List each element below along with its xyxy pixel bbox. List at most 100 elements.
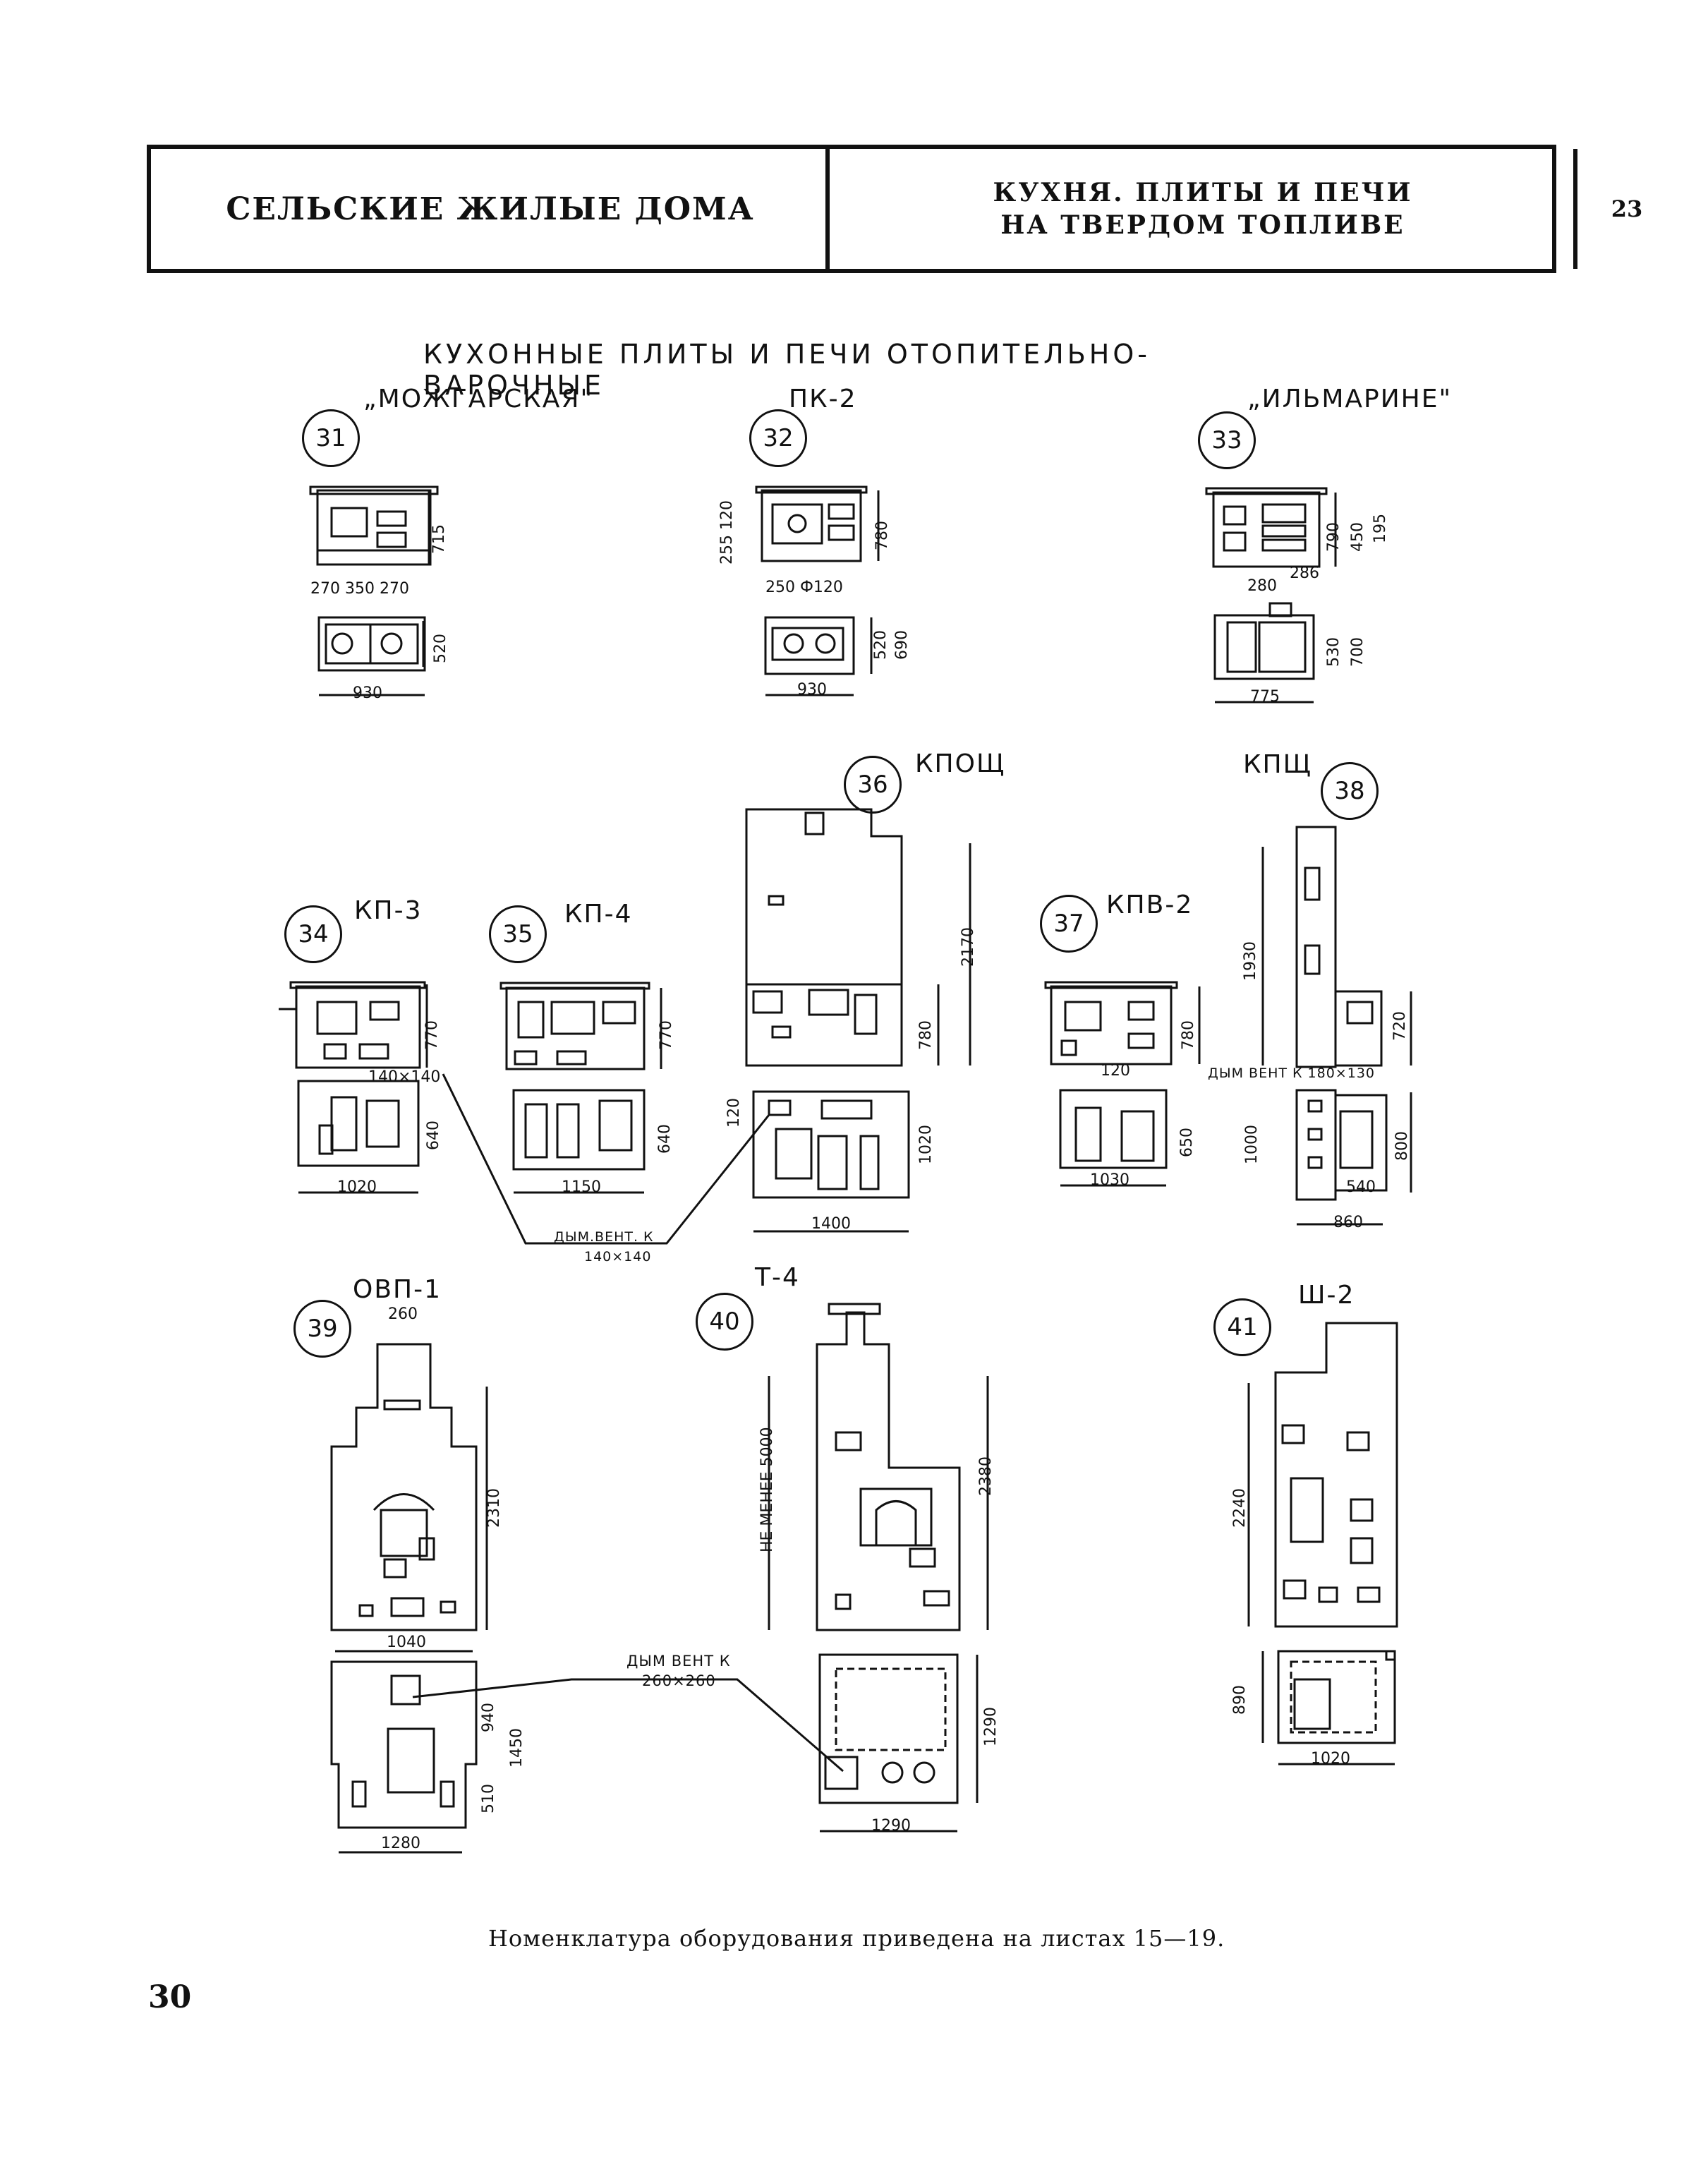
dim-39-d2: 1450 — [508, 1728, 526, 1768]
item-number-36: 36 — [844, 756, 902, 814]
dim-31-height: 715 — [430, 524, 448, 554]
dim-39-d3: 510 — [480, 1784, 497, 1813]
item-number-33: 33 — [1198, 411, 1256, 469]
dim-33-height: 790 — [1325, 522, 1343, 552]
dim-39-height: 2310 — [485, 1488, 503, 1528]
header-center-title: КУХНЯ. ПЛИТЫ И ПЕЧИ НА ТВЕРДОМ ТОПЛИВЕ — [832, 149, 1573, 269]
item-number-35: 35 — [489, 905, 547, 963]
item-name-34: КП-3 — [354, 896, 423, 925]
dim-39-d1: 940 — [480, 1703, 497, 1732]
dim-38-depth2: 800 — [1393, 1131, 1411, 1161]
drawing-39 — [330, 1343, 488, 1854]
header-divider-2 — [1573, 149, 1577, 269]
header-divider-1 — [825, 149, 830, 269]
dim-31-width: 930 — [353, 684, 382, 702]
item-name-36: КПОЩ — [915, 749, 1006, 778]
page-header: СЕЛЬСКИЕ ЖИЛЫЕ ДОМА КУХНЯ. ПЛИТЫ И ПЕЧИ … — [147, 145, 1642, 273]
dim-36-height: 2170 — [959, 927, 977, 967]
flue-note-39-40-line2: 260×260 — [642, 1672, 716, 1689]
drawing-38 — [1261, 826, 1412, 1226]
dim-32-width: 930 — [797, 681, 827, 699]
header-left-title: СЕЛЬСКИЕ ЖИЛЫЕ ДОМА — [226, 191, 755, 227]
item-number-34: 34 — [284, 905, 342, 963]
item-name-39: ОВП-1 — [353, 1275, 442, 1304]
dim-36-side: 120 — [725, 1098, 743, 1128]
flue-note-34-36-line1: ДЫМ.ВЕНТ. К — [554, 1229, 654, 1245]
main-title: КУХОННЫЕ ПЛИТЫ И ПЕЧИ ОТОПИТЕЛЬНО-ВАРОЧН… — [423, 339, 1151, 401]
dim-32-side: 255 120 — [718, 500, 736, 565]
dim-38-w1: 540 — [1346, 1178, 1376, 1196]
dim-32-top: 250 Ф120 — [765, 579, 843, 596]
item-name-31: „МОЖГАРСКАЯ" — [363, 385, 594, 414]
dim-32-depth2: 690 — [893, 630, 911, 660]
item-name-35: КП-4 — [564, 900, 633, 929]
dim-41-width: 1020 — [1311, 1750, 1350, 1768]
dim-33-h2: 450 — [1349, 522, 1367, 552]
drawing-35 — [499, 982, 662, 1194]
drawing-32 — [755, 485, 880, 696]
dim-36-depth: 1020 — [917, 1125, 935, 1164]
dim-35-width: 1150 — [562, 1178, 601, 1196]
flue-leader-39-40 — [412, 1678, 844, 1773]
dim-33-top1: 286 — [1290, 565, 1319, 582]
dim-41-height: 2240 — [1231, 1488, 1249, 1528]
item-name-38: КПЩ — [1243, 750, 1313, 779]
header-center-line2: НА ТВЕРДОМ ТОПЛИВЕ — [1000, 210, 1405, 240]
drawing-34 — [279, 981, 428, 1194]
dim-38-height: 1930 — [1242, 941, 1259, 981]
dim-34-flue: 140×140 — [368, 1068, 441, 1086]
drawing-41 — [1247, 1322, 1398, 1765]
dim-40-height: 2380 — [977, 1456, 995, 1496]
dim-39-top: 260 — [388, 1305, 418, 1323]
item-name-32: ПК-2 — [789, 385, 857, 414]
page-number: 30 — [148, 1979, 192, 2015]
dim-40-width: 1290 — [871, 1817, 911, 1835]
dim-33-width: 775 — [1250, 688, 1280, 706]
dim-33-depth2: 700 — [1349, 637, 1367, 667]
drawing-33 — [1205, 487, 1337, 704]
item-name-37: КПВ-2 — [1106, 891, 1194, 919]
dim-38-note: ДЫМ ВЕНТ К 180×130 — [1208, 1066, 1375, 1081]
header-center-line1: КУХНЯ. ПЛИТЫ И ПЕЧИ — [993, 178, 1413, 207]
item-number-37: 37 — [1040, 895, 1098, 953]
item-name-41: Ш-2 — [1298, 1281, 1355, 1310]
flue-note-34-36-line2: 140×140 — [584, 1249, 652, 1264]
dim-38-h2: 720 — [1391, 1011, 1409, 1041]
dim-39-width: 1040 — [387, 1634, 426, 1651]
drawing-31 — [309, 485, 439, 696]
flue-note-39-40-line1: ДЫМ ВЕНТ К — [626, 1653, 731, 1670]
sheet-number: 23 — [1611, 195, 1643, 222]
drawing-40 — [768, 1303, 989, 1833]
dim-38-depth: 1000 — [1243, 1125, 1261, 1164]
dim-37-height: 780 — [1180, 1020, 1197, 1050]
item-number-32: 32 — [749, 409, 807, 467]
dim-33-h3: 195 — [1371, 514, 1389, 543]
item-number-41: 41 — [1213, 1298, 1271, 1356]
dim-39-base: 1280 — [381, 1835, 420, 1852]
item-name-33: „ИЛЬМАРИНЕ" — [1247, 385, 1453, 414]
drawing-36 — [745, 808, 971, 1233]
flue-leader-34-36 — [442, 1073, 770, 1245]
dim-37-depth: 650 — [1178, 1128, 1196, 1157]
item-name-40: Т-4 — [755, 1263, 800, 1292]
item-number-39: 39 — [293, 1300, 351, 1358]
header-border-right — [1552, 149, 1556, 269]
header-border-left — [147, 149, 151, 269]
dim-37-top: 120 — [1101, 1062, 1130, 1080]
dim-41-depth: 890 — [1231, 1685, 1249, 1715]
dim-32-height: 780 — [873, 521, 891, 550]
dim-36-h2: 780 — [917, 1020, 935, 1050]
item-number-31: 31 — [302, 409, 360, 467]
dim-38-width: 860 — [1333, 1214, 1363, 1231]
dim-31-depth: 520 — [432, 634, 449, 663]
dim-35-depth: 640 — [656, 1124, 674, 1154]
dim-32-depth: 520 — [872, 630, 890, 660]
dim-40-note: НЕ МЕНЕЕ 5000 — [758, 1427, 776, 1552]
dim-33-depth: 530 — [1325, 637, 1343, 667]
footer-note: Номенклатура оборудования приведена на л… — [488, 1925, 1225, 1952]
dim-31-top: 270 350 270 — [310, 580, 409, 598]
item-number-40: 40 — [696, 1293, 753, 1351]
dim-34-width: 1020 — [337, 1178, 377, 1196]
dim-37-width: 1030 — [1090, 1171, 1129, 1189]
